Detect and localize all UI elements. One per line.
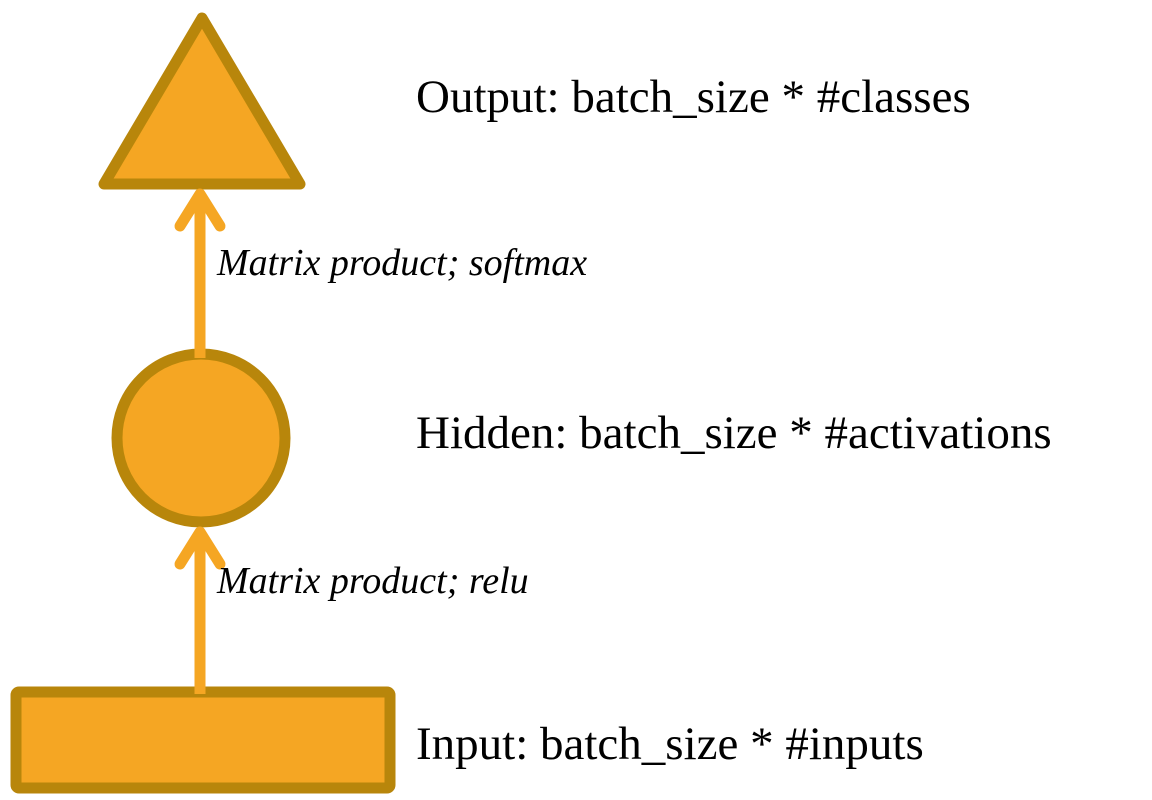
arrow-hidden-to-output [174,188,226,358]
output-layer-triangle[interactable] [96,10,308,192]
edge-label-hidden-to-output: Matrix product; softmax [217,242,588,284]
input-layer-label: Input: batch_size * #inputs [416,718,924,770]
arrow-head [174,526,226,570]
arrow-head [174,188,226,232]
hidden-layer-label: Hidden: batch_size * #activations [416,407,1052,459]
triangle-outline [98,12,306,190]
input-layer-rectangle[interactable] [8,684,398,796]
arrow-input-to-hidden [174,526,226,694]
rectangle-outline [10,686,396,794]
hidden-layer-circle[interactable] [110,347,292,529]
circle-outline [111,348,291,528]
output-layer-label: Output: batch_size * #classes [416,71,971,123]
edge-label-input-to-hidden: Matrix product; relu [217,560,529,602]
